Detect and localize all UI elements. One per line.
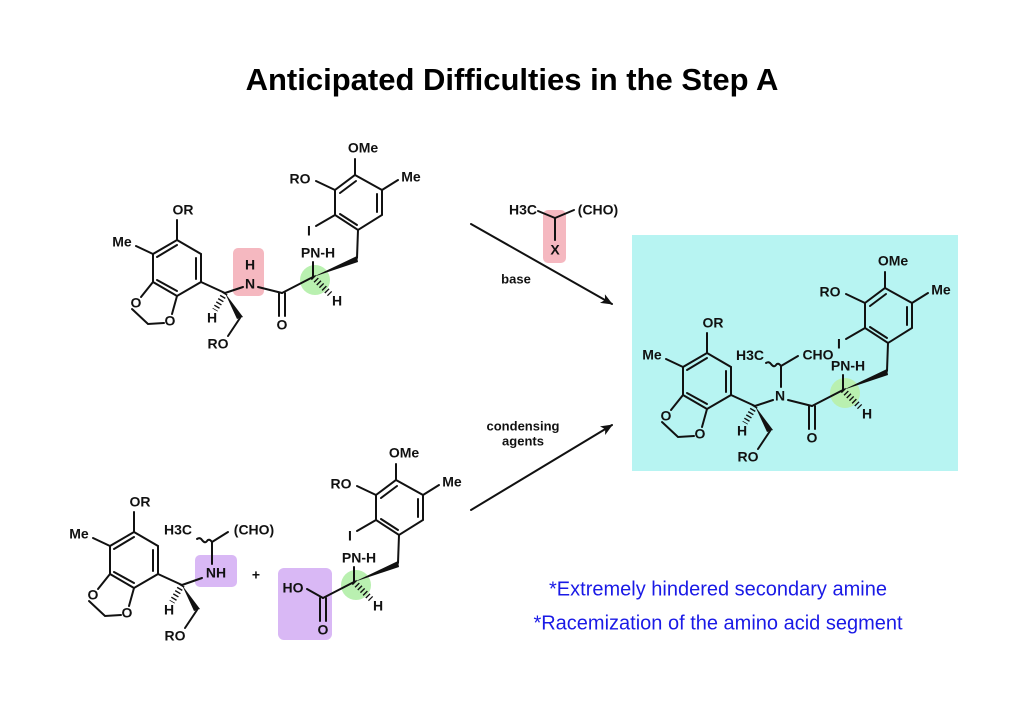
stereocenter-highlight [300, 265, 330, 295]
atom-label: H [332, 293, 342, 309]
atom-label: X [550, 242, 560, 258]
atom-label: O [318, 622, 329, 638]
atom-label: OR [703, 315, 724, 331]
slide-title: Anticipated Difficulties in the Step A [246, 62, 779, 97]
atom-label: NH [206, 565, 226, 581]
atom-label: RO [208, 336, 229, 352]
note-racemization: *Racemization of the amino acid segment [533, 612, 903, 634]
atom-label: O [695, 426, 706, 442]
atom-label: OR [130, 494, 151, 510]
atom-label: I [307, 223, 311, 239]
atom-label: H3C [164, 522, 192, 538]
atom-label: (CHO) [234, 522, 274, 538]
product-n-alkyl: N H3C CHO [736, 347, 834, 407]
amine-highlight [195, 555, 237, 587]
atom-label: I [837, 336, 841, 352]
atom-label: Me [401, 169, 421, 185]
atom-label: O [122, 605, 133, 621]
atom-label: O [88, 587, 99, 603]
product-stereocenter-highlight [830, 378, 860, 408]
atom-label: OMe [348, 140, 379, 156]
atom-label: O [131, 295, 142, 311]
atom-label: H [862, 406, 872, 422]
product-benzodioxole-fragment: OR Me O O H RO [642, 315, 773, 465]
atom-label: N [775, 388, 785, 404]
acid-amino-acid-fragment: OMe Me RO I PN-H H O [318, 445, 462, 638]
atom-label: RO [331, 476, 352, 492]
atom-label: RO [165, 628, 186, 644]
atom-label: H3C [509, 202, 537, 218]
acid-highlight [278, 568, 332, 640]
amide-nh: N H [224, 257, 283, 294]
reaction-arrow-base [470, 223, 613, 305]
atom-label: PN-H [831, 358, 865, 374]
condensing-label-2: agents [502, 433, 544, 448]
atom-label: O [277, 317, 288, 333]
atom-label: PN-H [301, 245, 335, 261]
atom-label: O [807, 430, 818, 446]
atom-label: RO [738, 449, 759, 465]
atom-label: Me [112, 234, 132, 250]
amino-acid-fragment: OMe Me RO I PN-H H O [277, 140, 421, 333]
atom-label: O [661, 408, 672, 424]
note-hindered-amine: *Extremely hindered secondary amine [549, 578, 887, 600]
plus-sign: + [252, 567, 260, 583]
atom-label: Me [931, 282, 951, 298]
atom-label: HO [283, 580, 304, 596]
atom-label: H [207, 310, 217, 326]
atom-label: OMe [389, 445, 420, 461]
atom-label: H [164, 602, 174, 618]
atom-label: O [165, 313, 176, 329]
atom-label: Me [69, 526, 89, 542]
atom-label: H3C [736, 347, 764, 363]
amine-benzodioxole-fragment: OR Me O O H RO [69, 494, 200, 644]
atom-label: OR [173, 202, 194, 218]
atom-label: RO [290, 171, 311, 187]
atom-label: H [245, 257, 255, 273]
base-label: base [501, 271, 531, 286]
product-highlight-box [632, 235, 958, 471]
benzodioxole-fragment: OR Me O O H RO [112, 202, 243, 352]
atom-label: H [737, 423, 747, 439]
reaction-arrow-condensing [470, 424, 613, 511]
secondary-amine: NH H3C (CHO) [164, 522, 274, 586]
condensing-label-1: condensing [487, 418, 560, 433]
atom-label: RO [820, 284, 841, 300]
acid-stereocenter-highlight [341, 570, 371, 600]
atom-label: H [373, 598, 383, 614]
atom-label: I [348, 528, 352, 544]
atom-label: (CHO) [578, 202, 618, 218]
atom-label: PN-H [342, 550, 376, 566]
atom-label: CHO [802, 347, 833, 363]
atom-label: N [245, 276, 255, 292]
atom-label: Me [442, 474, 462, 490]
acid-oh: HO [283, 580, 324, 599]
alkylating-reagent: H3C (CHO) X [509, 202, 618, 258]
atom-label: Me [642, 347, 662, 363]
nh-highlight [233, 248, 264, 296]
atom-label: OMe [878, 253, 909, 269]
product-amino-acid-fragment: OMe Me RO I PN-H H O [807, 253, 951, 446]
